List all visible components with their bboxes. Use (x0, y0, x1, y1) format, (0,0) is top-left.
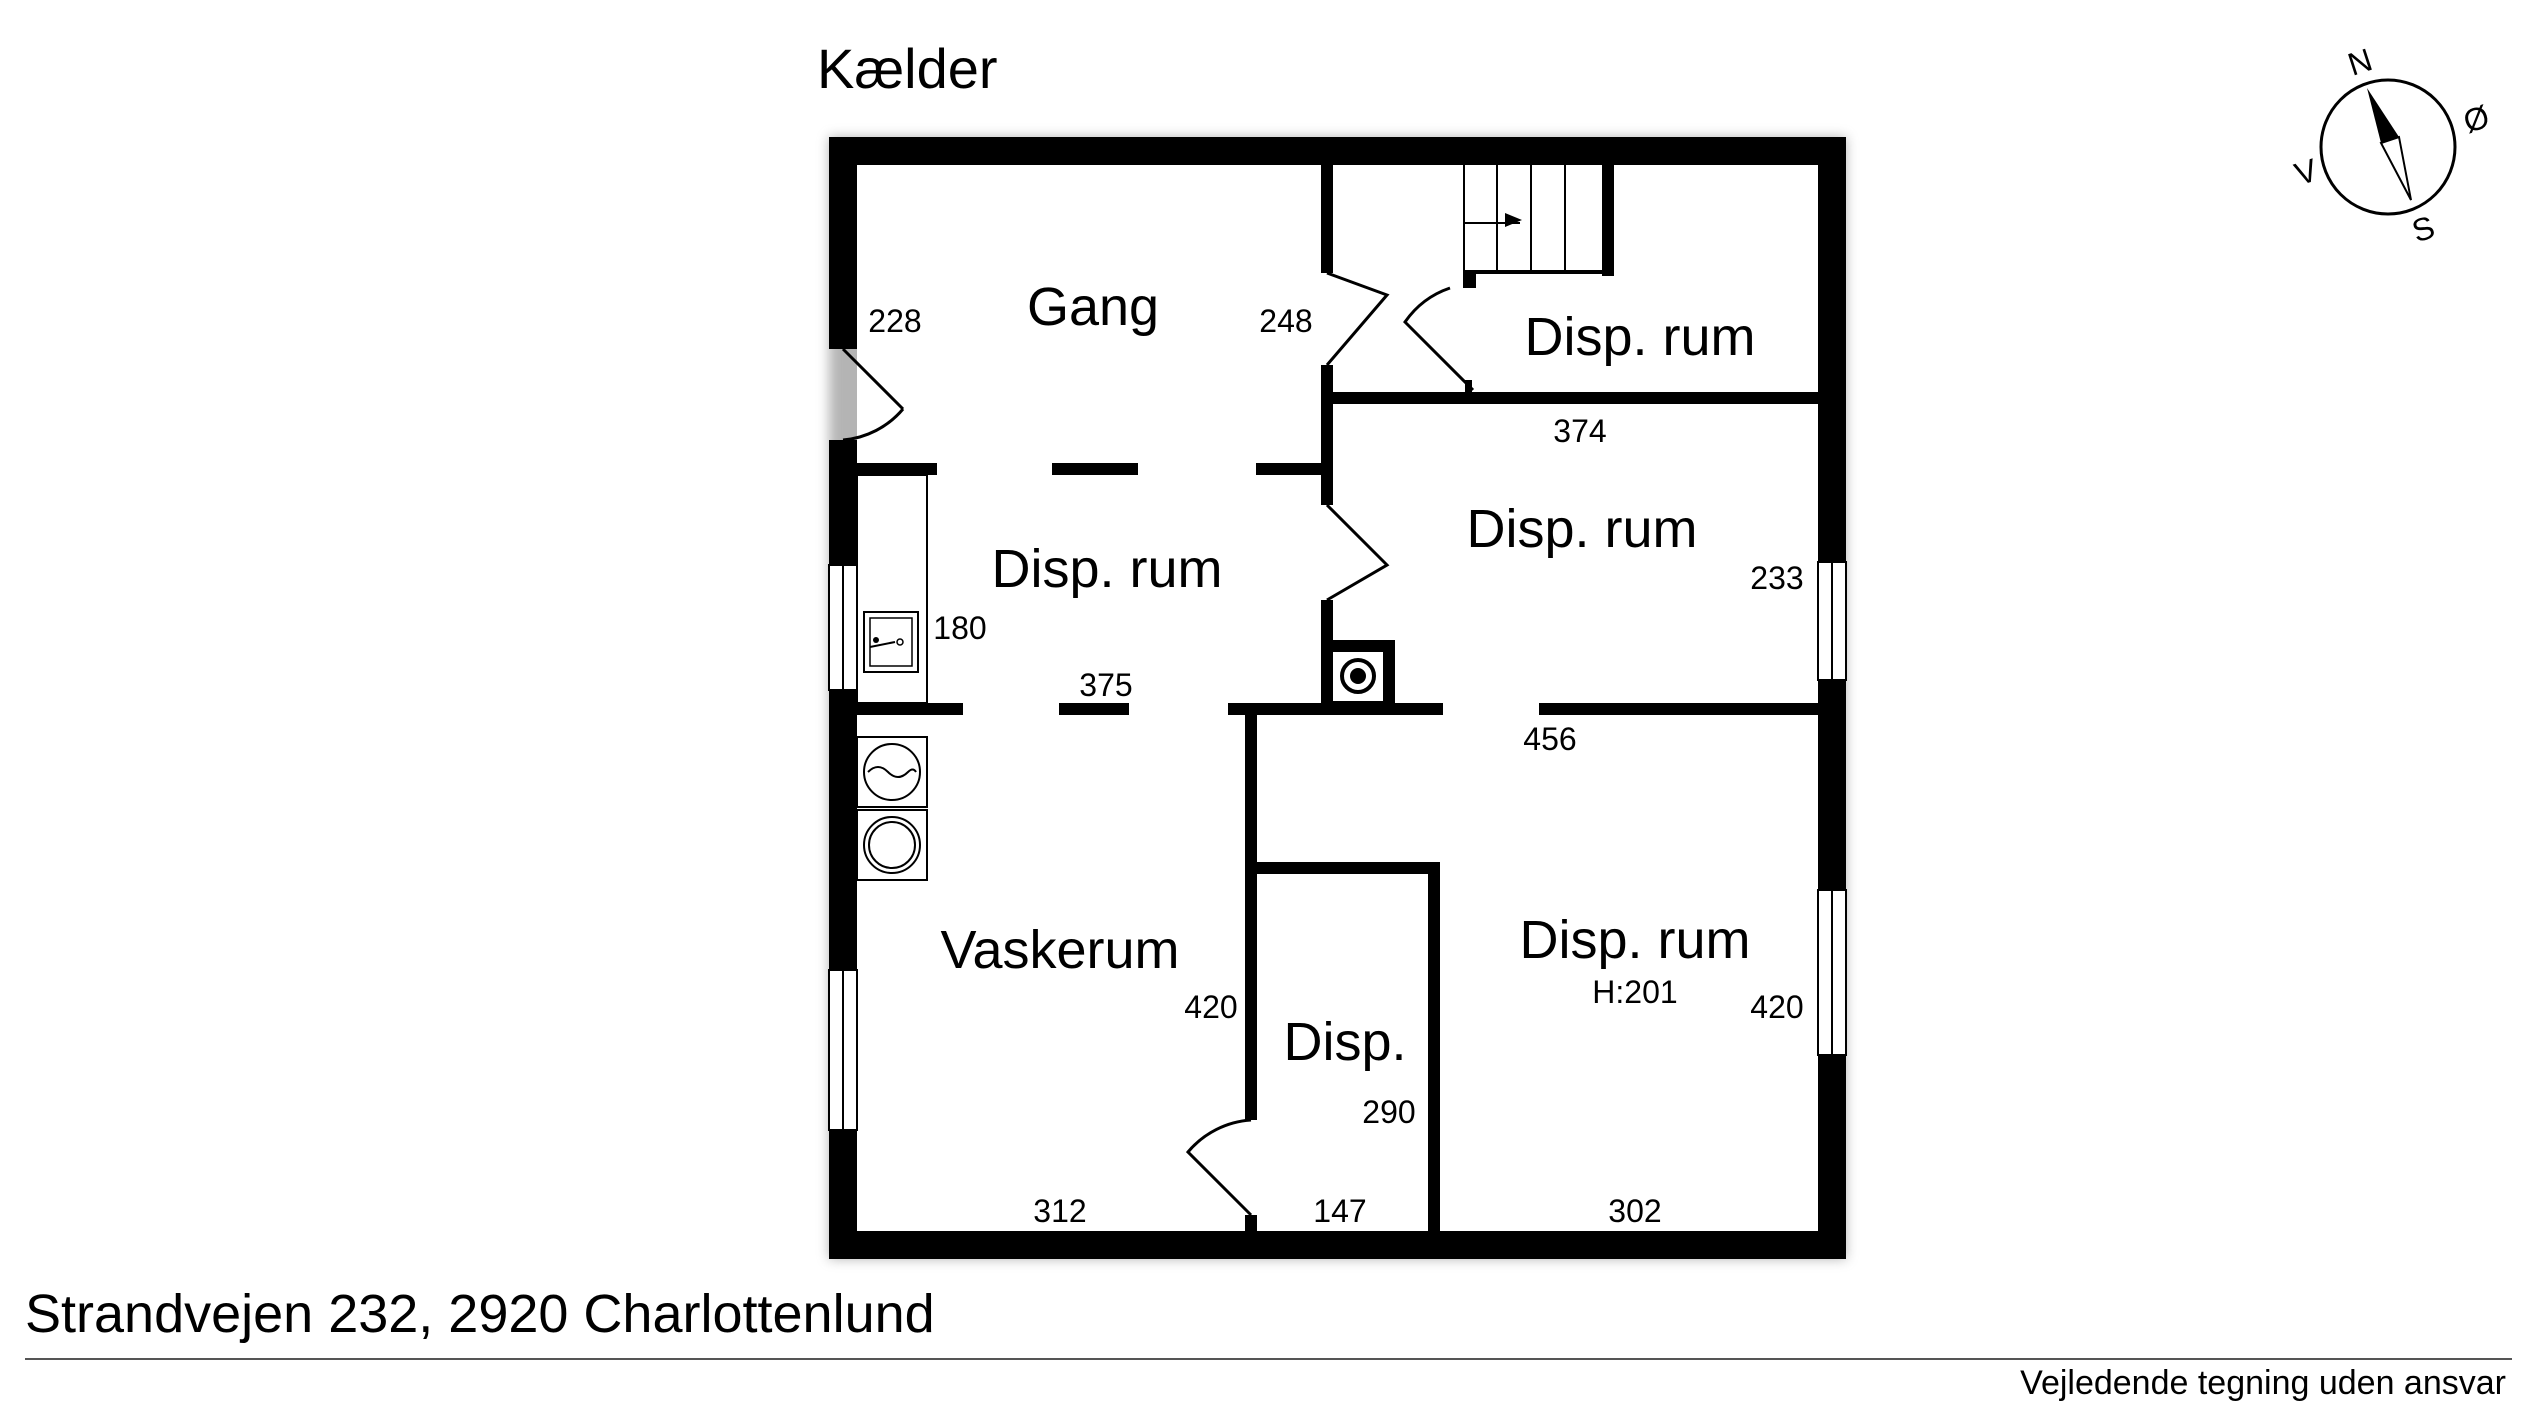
compass-south-label: S (2408, 209, 2439, 250)
room-label-disp-top-right: Disp. rum (1524, 307, 1755, 367)
door-vaskerum (1185, 1118, 1253, 1217)
room-label-disp-small: Disp. (1283, 1012, 1406, 1072)
room-label-disp-bottom-right: Disp. rum (1519, 910, 1750, 970)
dimension-180: 180 (933, 610, 986, 646)
room-label-disp-mid-left: Disp. rum (991, 539, 1222, 599)
address: Strandvejen 232, 2920 Charlottenlund (25, 1284, 935, 1344)
dimension-290: 290 (1362, 1094, 1415, 1130)
room-label-vaskerum: Vaskerum (940, 920, 1179, 980)
height-note: H:201 (1592, 974, 1677, 1010)
compass-east-label: Ø (2459, 98, 2494, 140)
compass-icon: N Ø S V (2290, 41, 2493, 249)
dimension-147: 147 (1313, 1193, 1366, 1229)
floor-title: Kælder (817, 37, 998, 100)
disclaimer: Vejledende tegning uden ansvar (2020, 1364, 2506, 1402)
divider (25, 1358, 2512, 1360)
door-swing-entrance (842, 408, 905, 442)
dimension-228: 228 (868, 303, 921, 339)
door-gang-east (1325, 271, 1390, 366)
room-label-disp-mid-right: Disp. rum (1466, 499, 1697, 559)
compass-north-label: N (2343, 41, 2376, 82)
dimension-233: 233 (1750, 560, 1803, 596)
washer-dryer (856, 736, 928, 881)
door-disp-mid (1325, 503, 1390, 602)
staircase (1463, 165, 1614, 288)
door-leaf-entrance (841, 347, 905, 411)
door-stair-room (1403, 286, 1475, 392)
dimension-420-left: 420 (1184, 989, 1237, 1025)
dimension-420-right: 420 (1750, 989, 1803, 1025)
dimension-374: 374 (1553, 413, 1606, 449)
outer-walls (829, 137, 1846, 1259)
dimension-375: 375 (1079, 667, 1132, 703)
dimension-312: 312 (1033, 1193, 1086, 1229)
chimney (1333, 652, 1383, 701)
doors (841, 271, 1475, 1217)
dimension-302: 302 (1608, 1193, 1661, 1229)
dimension-456: 456 (1523, 721, 1576, 757)
dimension-248: 248 (1259, 303, 1312, 339)
compass-west-label: V (2290, 151, 2322, 192)
sink-counter (856, 474, 928, 704)
room-label-gang: Gang (1027, 277, 1159, 337)
windows (828, 561, 1847, 1131)
